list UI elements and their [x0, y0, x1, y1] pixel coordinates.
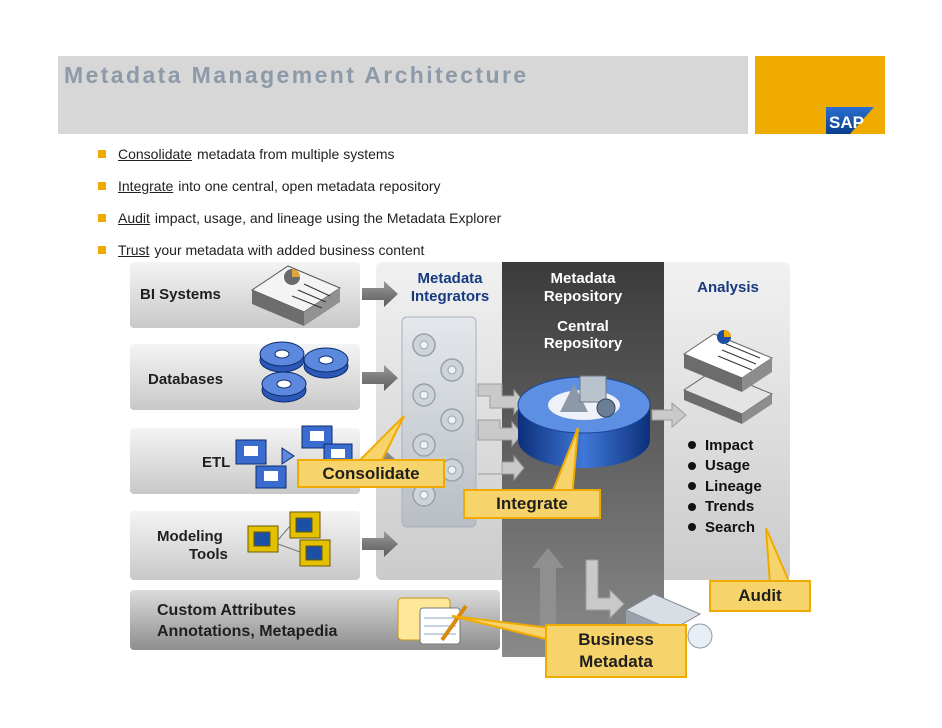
integrate-callout: Integrate	[463, 489, 601, 519]
bullet-square-icon	[98, 182, 106, 190]
bullet-keyword: Trust	[118, 242, 150, 258]
analysis-item-trends: Trends	[688, 497, 762, 518]
audit-callout: Audit	[709, 580, 811, 612]
bullet-text: impact, usage, and lineage using the Met…	[154, 210, 502, 226]
analysis-item-label: Search	[705, 518, 756, 536]
bullet-dot-icon	[688, 461, 696, 470]
sap-logo: SAP	[826, 107, 874, 134]
page-title: Metadata Management Architecture	[64, 62, 529, 88]
bullet-keyword: Integrate	[118, 178, 174, 194]
databases-label: Databases	[148, 371, 224, 388]
bi-report-icon	[250, 265, 342, 326]
business-metadata-line1: Business	[578, 630, 654, 649]
bullet-dot-icon	[688, 502, 696, 511]
bullet-keyword: Audit	[118, 210, 150, 226]
analysis-item-label: Trends	[705, 498, 755, 516]
bullet-keyword: Consolidate	[118, 146, 192, 162]
bullet-list: Consolidate metadata from multiple syste…	[96, 138, 501, 266]
modeling-tools-icon	[247, 511, 331, 567]
analysis-item-usage: Usage	[688, 456, 762, 477]
audit-pointer	[765, 527, 792, 585]
business-metadata-callout: Business Metadata	[545, 624, 687, 678]
central-repository-line2: Repository	[543, 335, 623, 352]
analysis-item-search: Search	[688, 517, 762, 538]
modeling-label-line1: Modeling	[157, 528, 223, 545]
title-band	[58, 56, 748, 134]
bullet-dot-icon	[688, 441, 696, 450]
central-repository-cylinder	[517, 375, 651, 468]
consolidate-callout: Consolidate	[297, 459, 445, 488]
custom-label-line2: Annotations, Metapedia	[157, 623, 338, 640]
bullet-text: your metadata with added business conten…	[154, 242, 425, 258]
analysis-list: Impact Usage Lineage Trends Search	[688, 435, 762, 538]
bullet-square-icon	[98, 246, 106, 254]
etl-label: ETL	[202, 454, 231, 471]
business-metadata-line2: Metadata	[579, 652, 653, 671]
brand-band	[755, 56, 885, 134]
integrate-arrow-icon	[477, 383, 525, 482]
analysis-item-lineage: Lineage	[688, 476, 762, 497]
business-pointer	[451, 615, 551, 642]
gear-hub-icon	[419, 340, 457, 500]
bullet-square-icon	[98, 214, 106, 222]
database-icon	[259, 341, 349, 403]
source-arrow-icon	[362, 281, 398, 557]
analysis-item-label: Usage	[705, 457, 751, 475]
report-stack-icon	[682, 330, 774, 424]
bullet-dot-icon	[688, 482, 696, 491]
analysis-arrow-icon	[651, 401, 687, 429]
bullet-trust: Trust your metadata with added business …	[96, 234, 501, 266]
integrators-heading-line1: Metadata	[417, 270, 483, 287]
svg-text:SAP: SAP	[829, 113, 864, 132]
bullet-dot-icon	[688, 523, 696, 532]
etl-grid-icon	[244, 431, 345, 481]
bi-systems-label: BI Systems	[140, 286, 221, 303]
analysis-item-label: Impact	[705, 436, 754, 454]
analysis-item-impact: Impact	[688, 435, 762, 456]
bullet-square-icon	[98, 150, 106, 158]
bullet-text: into one central, open metadata reposito…	[178, 178, 441, 194]
bullet-integrate: Integrate into one central, open metadat…	[96, 170, 501, 202]
notepad-icon	[397, 597, 468, 645]
modeling-label-line2: Tools	[189, 546, 228, 563]
bullet-audit: Audit impact, usage, and lineage using t…	[96, 202, 501, 234]
custom-label-line1: Custom Attributes	[157, 602, 296, 619]
bullet-text: metadata from multiple systems	[196, 146, 395, 162]
downward-arrow-icon	[585, 559, 625, 620]
bullet-consolidate: Consolidate metadata from multiple syste…	[96, 138, 501, 170]
analysis-item-label: Lineage	[705, 477, 762, 495]
central-repository-line1: Central	[557, 318, 609, 335]
upward-arrow-icon	[532, 548, 564, 640]
analysis-heading: Analysis	[697, 279, 759, 296]
repository-heading-line2: Repository	[543, 288, 623, 305]
integrators-heading-line2: Integrators	[410, 288, 490, 305]
repository-heading-line1: Metadata	[550, 270, 616, 287]
